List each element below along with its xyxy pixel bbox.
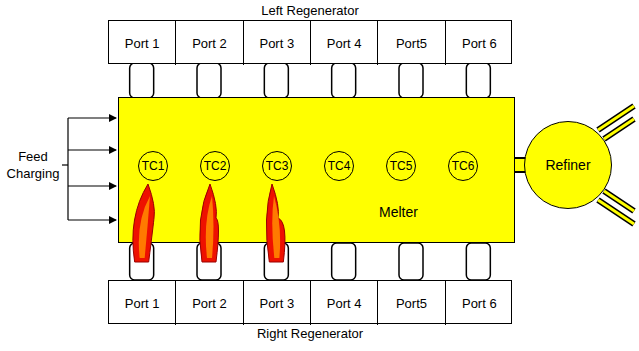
port-label: Port5 — [396, 36, 427, 51]
thermocouple-label: TC4 — [328, 159, 351, 173]
thermocouple: TC4 — [324, 151, 354, 181]
burner-flame — [266, 184, 285, 262]
port-neck — [399, 243, 423, 280]
flame-core — [139, 196, 150, 258]
feed-arrows — [62, 118, 116, 220]
port-neck — [197, 243, 221, 280]
port-label: Port5 — [396, 296, 427, 311]
thermocouple-label: TC1 — [142, 159, 165, 173]
thermocouple: TC2 — [200, 151, 230, 181]
port-neck — [264, 63, 288, 98]
port-cell: Port 1 — [109, 21, 176, 65]
thermocouple: TC3 — [262, 151, 292, 181]
port-label: Port 3 — [259, 296, 294, 311]
port-label: Port 6 — [462, 36, 497, 51]
port-neck — [466, 63, 490, 98]
regenerator-title: Left Regenerator — [109, 3, 511, 18]
thermocouple-label: TC3 — [266, 159, 289, 173]
thermocouple: TC5 — [386, 151, 416, 181]
thermocouple: TC1 — [138, 151, 168, 181]
port-cell: Port 3 — [244, 21, 311, 65]
thermocouple-label: TC2 — [204, 159, 227, 173]
feed-label: Feed Charging — [4, 148, 62, 182]
regenerator-box: Left RegeneratorPort 1Port 2Port 3Port 4… — [108, 20, 512, 64]
port-label: Port 1 — [125, 36, 160, 51]
port-neck — [466, 243, 490, 280]
refiner-circle: Refiner — [524, 121, 612, 209]
burner-flame — [200, 184, 219, 262]
port-cell: Port5 — [378, 281, 445, 325]
port-cell: Port 2 — [176, 281, 243, 325]
refiner-label: Refiner — [545, 157, 590, 173]
port-neck — [264, 243, 288, 280]
port-cell: Port5 — [378, 21, 445, 65]
port-label: Port 4 — [327, 296, 362, 311]
port-cell: Port 4 — [311, 21, 378, 65]
burner-flame — [133, 184, 155, 262]
port-cell: Port 4 — [311, 281, 378, 325]
port-label: Port 2 — [192, 36, 227, 51]
port-label: Port 3 — [259, 36, 294, 51]
port-label: Port 6 — [462, 296, 497, 311]
port-cell: Port 1 — [109, 281, 176, 325]
port-neck — [399, 63, 423, 98]
thermocouple-label: TC6 — [452, 159, 475, 173]
regenerator-title: Right Regenerator — [109, 326, 511, 341]
port-neck — [130, 243, 154, 280]
port-cell: Port 6 — [446, 281, 513, 325]
thermocouple: TC6 — [448, 151, 478, 181]
melter-tank: Melter TC1 TC2 TC3 TC4 TC5 TC6 — [118, 97, 515, 243]
port-cell: Port 6 — [446, 21, 513, 65]
port-cell: Port 3 — [244, 281, 311, 325]
port-neck — [332, 243, 356, 280]
port-label: Port 1 — [125, 296, 160, 311]
thermocouple-label: TC5 — [390, 159, 413, 173]
regenerator-box: Right RegeneratorPort 1Port 2Port 3Port … — [108, 280, 512, 324]
port-label: Port 4 — [327, 36, 362, 51]
port-cell: Port 2 — [176, 21, 243, 65]
flame-core — [272, 196, 280, 258]
flame-core — [206, 196, 214, 258]
port-label: Port 2 — [192, 296, 227, 311]
port-neck — [130, 63, 154, 98]
port-neck — [197, 63, 221, 98]
melter-label: Melter — [379, 204, 418, 220]
port-neck — [332, 63, 356, 98]
